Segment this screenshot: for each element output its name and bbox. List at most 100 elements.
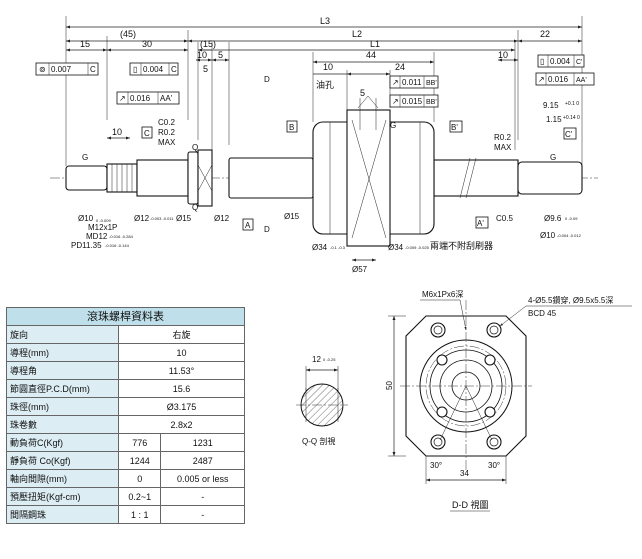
- section-qq: 12 0 -0.25 Q-Q 剖視: [296, 355, 348, 446]
- svg-text:0 -0.09: 0 -0.09: [565, 216, 578, 221]
- table-row: 珠徑(mm)Ø3.175: [6, 397, 245, 416]
- svg-text:C: C: [144, 129, 150, 138]
- svg-text:A: A: [245, 221, 251, 230]
- row-label: 動負荷C(Kgf): [6, 433, 119, 452]
- row-label: 珠徑(mm): [6, 397, 119, 416]
- tol-left-perp: ⊚ 0.007 C: [35, 62, 99, 76]
- label-915: 9.15: [543, 101, 559, 110]
- row-value-1: 1244: [117, 451, 162, 470]
- svg-text:▯: ▯: [540, 57, 544, 66]
- label-g-nut: G: [390, 121, 396, 130]
- svg-text:-0.004 -0.012: -0.004 -0.012: [557, 233, 582, 238]
- svg-text:BB': BB': [426, 80, 437, 87]
- oil-hole-label: 油孔: [316, 79, 334, 90]
- svg-text:↗: ↗: [392, 78, 399, 87]
- row-value-1: 0: [117, 469, 162, 488]
- row-value: 10: [118, 343, 245, 362]
- callout-dia34: Ø34: [312, 243, 328, 252]
- dim-l3: L3: [320, 16, 330, 26]
- callout-dia15a: Ø15: [176, 214, 192, 223]
- svg-text:C: C: [90, 65, 96, 74]
- dim-15: 15: [80, 39, 90, 49]
- label-115: 1.15: [546, 115, 562, 124]
- dim-15-paren: (15): [200, 39, 216, 49]
- label-r02-right: R0.2: [494, 133, 511, 142]
- tol-nut-runout1: ↗ 0.011 BB': [389, 75, 439, 89]
- svg-text:↗: ↗: [119, 94, 126, 103]
- tol-left-par: ▯ 0.004 C: [129, 62, 179, 76]
- row-value-1: 0.2~1: [117, 487, 162, 506]
- table-row: 旋向右旋: [6, 325, 245, 344]
- svg-text:-0.009 -0.025: -0.009 -0.025: [405, 245, 430, 250]
- label-max-right: MAX: [494, 143, 512, 152]
- svg-text:+0.1 0: +0.1 0: [565, 101, 579, 107]
- svg-text:BB': BB': [426, 99, 437, 106]
- svg-text:0.015: 0.015: [402, 97, 423, 106]
- row-value-2: -: [160, 487, 245, 506]
- svg-text:B': B': [451, 123, 458, 132]
- dd-thread-note: M6x1Px6深: [422, 290, 463, 299]
- main-side-view: L3 (45) 15 30 L2 22 (15) L1 10 5 5 44 10…: [35, 16, 598, 274]
- dim-l2: L2: [352, 29, 362, 39]
- callout-c05: C0.5: [496, 214, 513, 223]
- svg-text:-0.016 -0.144: -0.016 -0.144: [105, 243, 130, 248]
- svg-text:0 -0.009: 0 -0.009: [96, 218, 111, 223]
- dim-24: 24: [395, 62, 405, 72]
- view-dd: 50 34 30° 30° M6x1Px6深 4-Ø5.5鑽穿, Ø9.5x5.…: [385, 290, 632, 512]
- row-label: 珠卷數: [6, 415, 119, 434]
- dim-30: 30: [142, 39, 152, 49]
- callout-dia34b: Ø34: [388, 243, 404, 252]
- dim-l1: L1: [370, 39, 380, 49]
- dim-45: (45): [120, 29, 136, 39]
- dim-10a: 10: [197, 50, 207, 60]
- dd-angle-left: 30°: [430, 461, 442, 470]
- svg-text:⊚: ⊚: [39, 65, 46, 74]
- svg-text:0.004: 0.004: [550, 57, 571, 66]
- row-value-2: 1231: [160, 433, 245, 452]
- row-label: 間隔鋼珠: [6, 505, 119, 524]
- dim-5b: 5: [203, 64, 208, 74]
- label-c02: C0.2: [158, 118, 175, 127]
- dd-dim-50: 50: [385, 381, 394, 390]
- datum-a: A: [242, 218, 254, 231]
- svg-text:C': C': [565, 130, 573, 139]
- svg-text:0 -0.25: 0 -0.25: [323, 357, 336, 362]
- label-max: MAX: [158, 138, 176, 147]
- table-row: 預壓扭矩(Kgf-cm)0.2~1-: [6, 487, 245, 506]
- label-g-right: G: [550, 153, 556, 162]
- dim-5a: 5: [218, 50, 223, 60]
- view-d-top: D: [264, 75, 270, 84]
- row-value: 右旋: [118, 325, 245, 344]
- callout-m12: M12x1P: [88, 223, 117, 232]
- dd-dim-34: 34: [460, 469, 469, 478]
- svg-text:AA': AA': [576, 77, 587, 84]
- row-value-2: -: [160, 505, 245, 524]
- mounting-holes: [430, 322, 502, 450]
- svg-text:C': C': [576, 59, 582, 66]
- dd-holes-note: 4-Ø5.5鑽穿, Ø9.5x5.5深: [528, 295, 613, 305]
- svg-text:B: B: [289, 123, 294, 132]
- ball-nut: [312, 95, 435, 247]
- dd-angle-right: 30°: [488, 461, 500, 470]
- row-label: 導程角: [6, 361, 119, 380]
- row-value-1: 776: [117, 433, 162, 452]
- row-value: 11.53°: [118, 361, 245, 380]
- callout-dia10-right: Ø10: [540, 231, 556, 240]
- svg-text:0.007: 0.007: [51, 65, 72, 74]
- datum-b: B: [286, 120, 298, 133]
- row-label: 節圓直徑P.C.D(mm): [6, 379, 119, 398]
- tol-left-runout: ↗ 0.016 AA': [116, 91, 180, 105]
- tol-nut-runout2: ↗ 0.015 BB': [389, 94, 439, 108]
- row-label: 預壓扭矩(Kgf-cm): [6, 487, 119, 506]
- svg-text:AA': AA': [160, 94, 173, 103]
- section-q-bottom: Q: [192, 203, 198, 212]
- row-label: 靜負荷 Co(Kgf): [6, 451, 119, 470]
- table-row: 節圓直徑P.C.D(mm)15.6: [6, 379, 245, 398]
- callout-dia15b: Ø15: [284, 212, 300, 221]
- datum-c-prime: C': [563, 127, 577, 140]
